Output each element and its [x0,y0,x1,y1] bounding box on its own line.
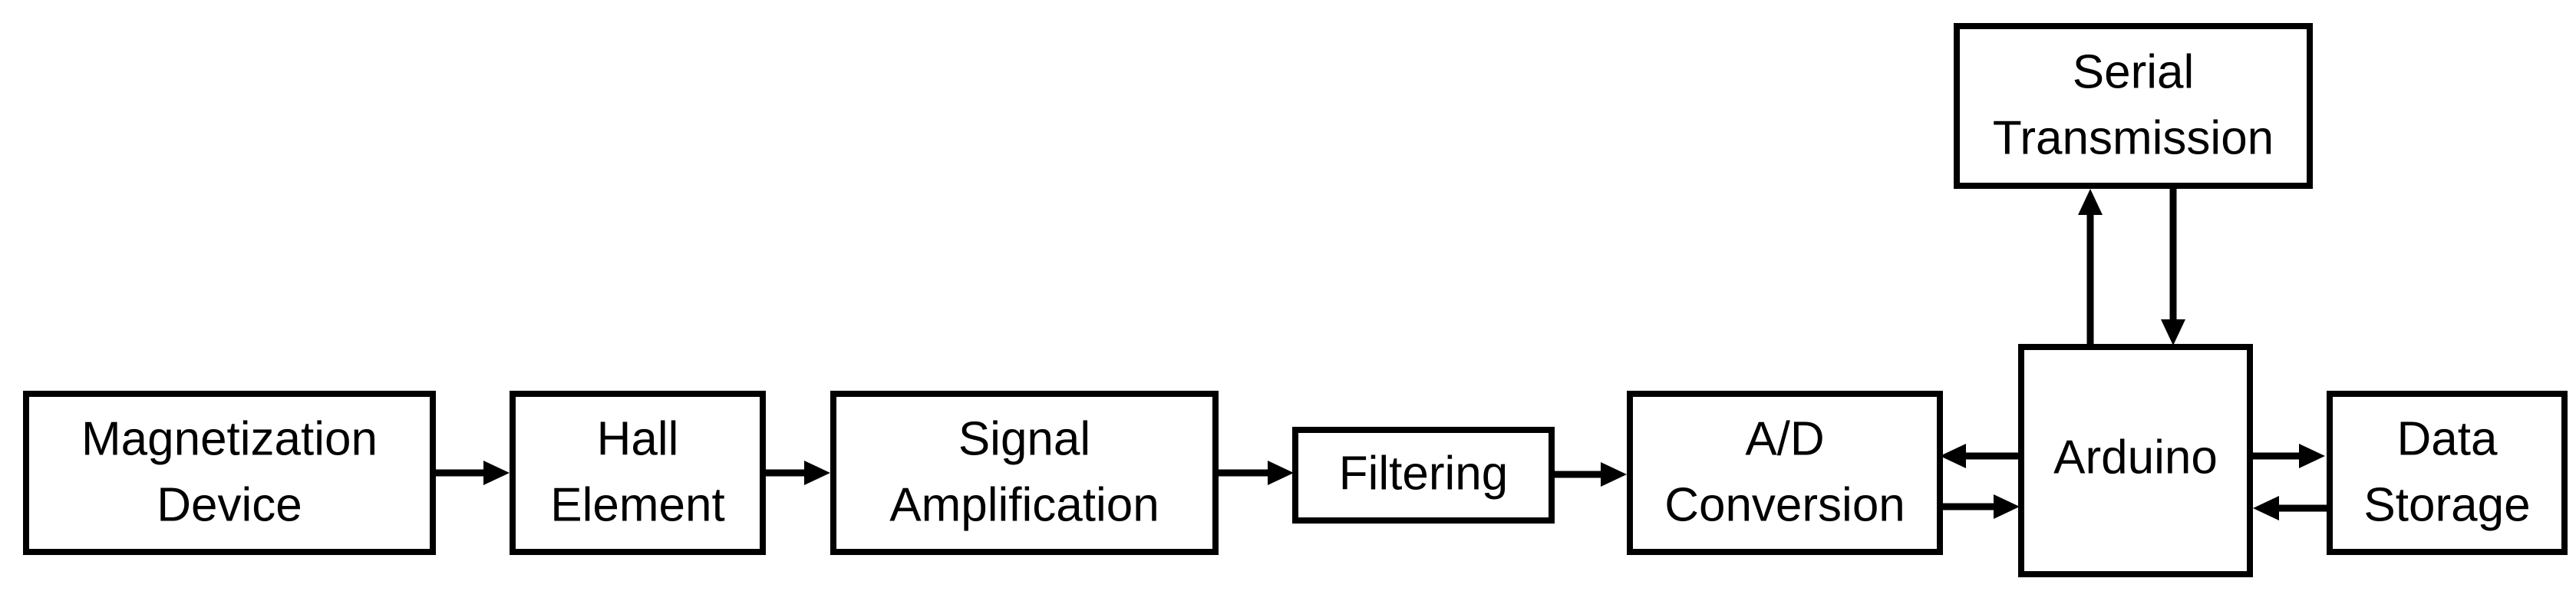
arrow-amplification-to-filtering [1217,461,1294,485]
block-signal-amplification: Signal Amplification [830,391,1219,555]
block-arduino: Arduino [2018,344,2253,577]
block-serial-line2: Transmission [1993,111,2274,164]
connectors [434,189,2327,520]
block-filtering: Filtering [1292,427,1555,524]
block-ad-line1: A/D [1745,412,1824,465]
arrow-serial-to-arduino [2161,189,2185,345]
block-arduino-label: Arduino [2053,431,2218,484]
block-hall-element: Hall Element [510,391,766,555]
arrow-hall-to-amplification [764,461,830,485]
block-magnetization-line1: Magnetization [81,412,378,465]
block-serial-transmission: Serial Transmission [1954,23,2313,189]
block-magnetization-device: Magnetization Device [23,391,436,555]
arrow-filtering-to-ad [1553,462,1627,487]
arrow-magnetization-to-hall [434,461,510,485]
arrow-storage-to-arduino [2253,496,2327,520]
block-filtering-label: Filtering [1339,447,1509,500]
block-amplification-line1: Signal [958,412,1090,465]
block-magnetization-line2: Device [157,478,302,531]
block-serial-line1: Serial [2073,45,2195,98]
block-ad-conversion: A/D Conversion [1627,391,1943,555]
arrow-arduino-to-storage [2251,444,2325,468]
block-amplification-line2: Amplification [889,478,1159,531]
block-hall-line2: Element [550,478,724,531]
block-data-storage: Data Storage [2327,391,2568,555]
block-ad-line2: Conversion [1664,478,1905,531]
arrow-ad-to-arduino [1941,494,2020,519]
block-hall-line1: Hall [597,412,679,465]
block-storage-line2: Storage [2363,478,2530,531]
arrow-arduino-to-ad [1940,444,2018,468]
arrow-arduino-to-serial [2078,189,2103,344]
block-storage-line1: Data [2397,412,2498,465]
